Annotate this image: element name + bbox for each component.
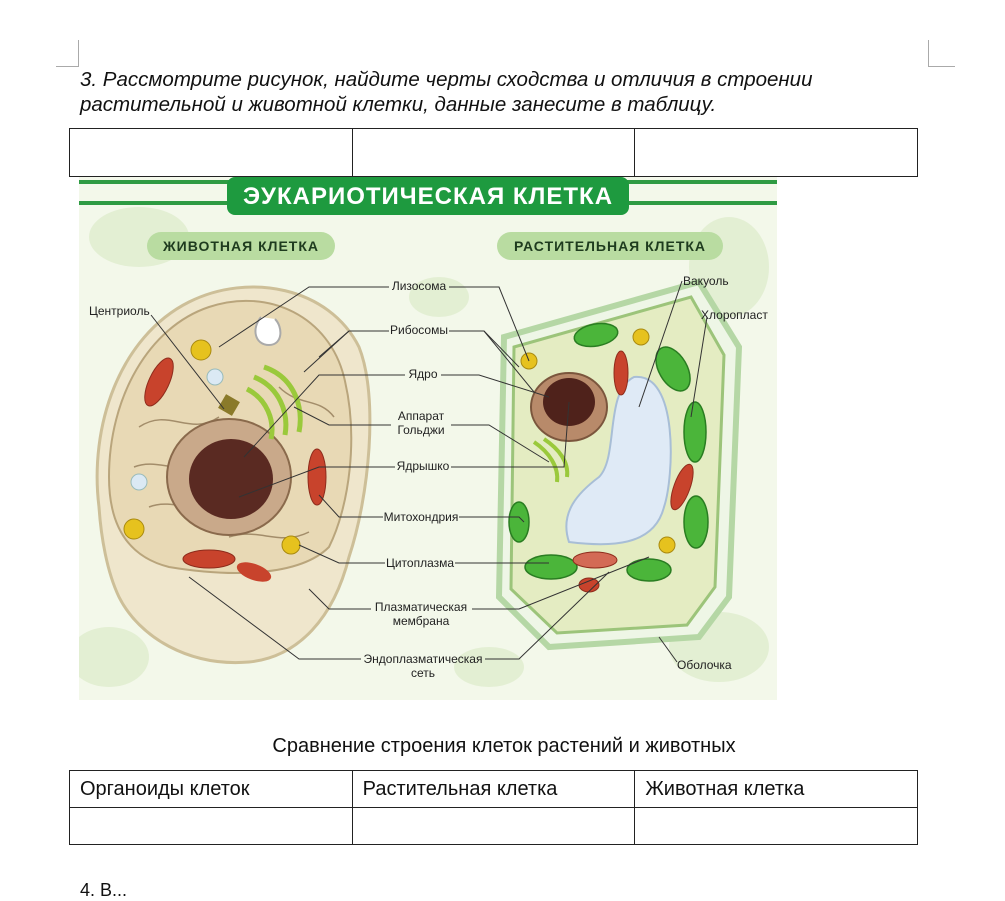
plant-title-pill (497, 232, 723, 260)
animal-title-pill (147, 232, 335, 260)
centriole-shape (218, 394, 240, 416)
plant-mitochondria (572, 350, 694, 593)
label-nucleus: Ядро (408, 367, 437, 381)
label-golgi-2: Гольджи (397, 423, 444, 437)
animal-lysosome (190, 339, 212, 361)
column-header-plant-cell: Растительная клетка (351, 770, 636, 808)
plant-vacuole (565, 375, 672, 546)
label-er-2: сеть (411, 666, 435, 680)
animal-mitochondrion (307, 448, 327, 506)
margin-corner-top-right (928, 40, 955, 67)
eukaryotic-cell-figure: ЭУКАРИОТИЧЕСКАЯ КЛЕТКА ЖИВОТНАЯ КЛЕТКА Р… (79, 177, 777, 700)
label-cell-wall: Оболочка (677, 658, 732, 672)
animal-cell (95, 285, 372, 665)
top-empty-table (69, 128, 918, 177)
animal-mitochondrion (236, 562, 272, 582)
plant-chloroplasts (508, 322, 709, 582)
animal-vesicle (206, 368, 224, 386)
animal-mitochondrion (182, 549, 236, 569)
label-chloroplast: Хлоропласт (701, 308, 768, 322)
animal-lysosome (123, 518, 145, 540)
table-cell[interactable] (351, 807, 636, 845)
column-header-organelles: Органоиды клеток (69, 770, 353, 808)
column-header-animal-cell: Животная клетка (634, 770, 918, 808)
plant-lysosome (658, 536, 676, 554)
task-text: 3. Рассмотрите рисунок, найдите черты сх… (80, 67, 940, 117)
table-row (69, 128, 918, 177)
label-nucleolus: Ядрышко (397, 459, 450, 473)
table-cell[interactable] (351, 128, 636, 177)
table-cell[interactable] (634, 807, 918, 845)
plant-cell (495, 278, 743, 651)
plant-cell-title: РАСТИТЕЛЬНАЯ КЛЕТКА (514, 238, 706, 254)
title-banner (227, 177, 629, 215)
table-cell[interactable] (69, 128, 353, 177)
animal-mitochondrion (144, 357, 174, 407)
comparison-table: Органоиды клеток Растительная клетка Жив… (69, 770, 918, 845)
table-caption: Сравнение строения клеток растений и жив… (272, 735, 736, 757)
pinocytic-vesicle (254, 316, 282, 347)
task-line-1: 3. Рассмотрите рисунок, найдите черты сх… (80, 68, 813, 91)
label-vacuole: Вакуоль (683, 274, 729, 288)
margin-corner-top-left (56, 40, 79, 67)
label-membrane-2: мембрана (393, 614, 450, 628)
leader-lines (150, 280, 708, 663)
label-lysosome: Лизосома (392, 279, 447, 293)
table-row (69, 807, 918, 845)
label-centriole: Центриоль (89, 304, 150, 318)
plant-lysosome (632, 328, 650, 346)
table-header-row: Органоиды клеток Растительная клетка Жив… (69, 770, 918, 808)
animal-lysosome (281, 535, 301, 555)
label-er-1: Эндоплазматическая (364, 652, 483, 666)
table-cell[interactable] (634, 128, 918, 177)
animal-golgi (245, 364, 303, 440)
label-cytoplasm: Цитоплазма (386, 556, 454, 570)
animal-cell-title: ЖИВОТНАЯ КЛЕТКА (162, 238, 319, 254)
task-line-2: растительной и животной клетки, данные з… (80, 93, 717, 116)
label-golgi-1: Аппарат (398, 409, 445, 423)
label-ribosomes: Рибосомы (390, 323, 448, 337)
label-membrane-1: Плазматическая (375, 600, 467, 614)
figure-title: ЭУКАРИОТИЧЕСКАЯ КЛЕТКА (243, 183, 613, 210)
animal-nucleolus (189, 439, 273, 519)
animal-vesicle (130, 473, 148, 491)
table-cell[interactable] (69, 807, 353, 845)
label-mitochondria: Митохондрия (384, 510, 459, 524)
plant-golgi (532, 437, 570, 483)
